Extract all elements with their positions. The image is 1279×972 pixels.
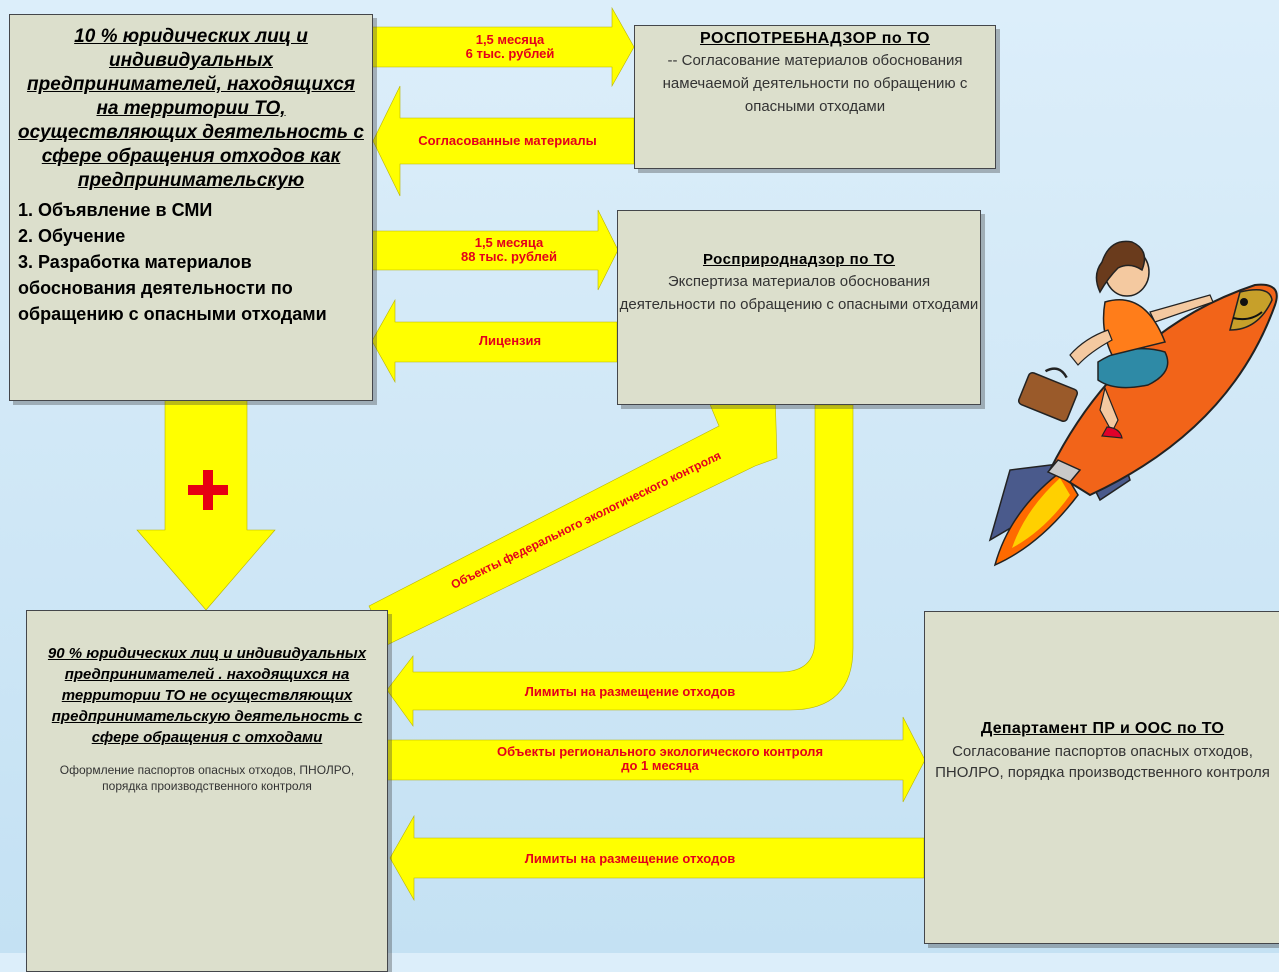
arrow-from-rospriroda [371, 298, 618, 384]
arrow-limits-top [386, 404, 854, 727]
label-line: 6 тыс. рублей [465, 46, 555, 61]
rosprirodnadzor-description: Экспертиза материалов обоснования деятел… [619, 273, 979, 313]
label-line: до 1 месяца [621, 758, 699, 773]
step-item: 1. Объявление в СМИ [18, 200, 213, 220]
arrow-federal-control [368, 382, 778, 646]
rocket-girl-illustration [988, 240, 1278, 567]
arrow-to-rospriroda [370, 209, 619, 291]
department-title: Департамент ПР и ООС по ТО [980, 720, 1225, 737]
label-from-rospriroda: Лицензия [478, 333, 542, 348]
label-line: Объекты регионального экологического кон… [496, 744, 824, 759]
enterprises-10-steps: 1. Объявление в СМИ 2. Обучение 3. Разра… [10, 197, 372, 327]
label-to-rospriroda: 1,5 месяца 88 тыс. рублей [400, 236, 618, 264]
arrow-to-rospotreb [370, 6, 635, 88]
department-description: Согласование паспортов опасных отходов, … [935, 743, 1270, 781]
label-to-rospotreb: 1,5 месяца 6 тыс. рублей [440, 33, 580, 61]
plus-icon [188, 470, 228, 510]
arrow-from-rospotreb [372, 85, 635, 197]
label-limits-top: Лимиты на размещение отходов [524, 684, 736, 699]
label-regional-control: Объекты регионального экологического кон… [430, 745, 890, 773]
rospotrebnadzor-description: -- Согласование материалов обоснования н… [662, 52, 968, 115]
label-limits-bottom: Лимиты на размещение отходов [524, 851, 736, 866]
step-item: 3. Разработка материалов обоснования дея… [18, 252, 327, 324]
label-line: 1,5 месяца [474, 235, 544, 250]
rosprirodnadzor-box: Росприроднадзор по ТО Экспертиза материа… [617, 210, 981, 405]
label-line: 1,5 месяца [475, 32, 545, 47]
arrow-limits-bottom [389, 814, 925, 902]
rospotrebnadzor-title: РОСПОТРЕБНАДЗОР по ТО [700, 30, 930, 47]
enterprises-10-box: 10 % юридических лиц и индивидуальных пр… [9, 14, 373, 401]
label-from-rospotreb: Согласованные материалы [418, 133, 597, 148]
enterprises-10-title: 10 % юридических лиц и индивидуальных пр… [18, 26, 364, 191]
department-box: Департамент ПР и ООС по ТО Согласование … [924, 611, 1279, 944]
step-item: 2. Обучение [18, 226, 126, 246]
arrow-regional-control [385, 716, 926, 803]
enterprises-90-title: 90 % юридических лиц и индивидуальных пр… [47, 645, 367, 746]
label-line: 88 тыс. рублей [460, 249, 557, 264]
enterprises-90-description: Оформление паспортов опасных отходов, ПН… [59, 763, 355, 793]
rospotrebnadzor-box: РОСПОТРЕБНАДЗОР по ТО -- Согласование ма… [634, 25, 996, 169]
rosprirodnadzor-title: Росприроднадзор по ТО [702, 251, 896, 268]
enterprises-90-box: 90 % юридических лиц и индивидуальных пр… [26, 610, 388, 972]
